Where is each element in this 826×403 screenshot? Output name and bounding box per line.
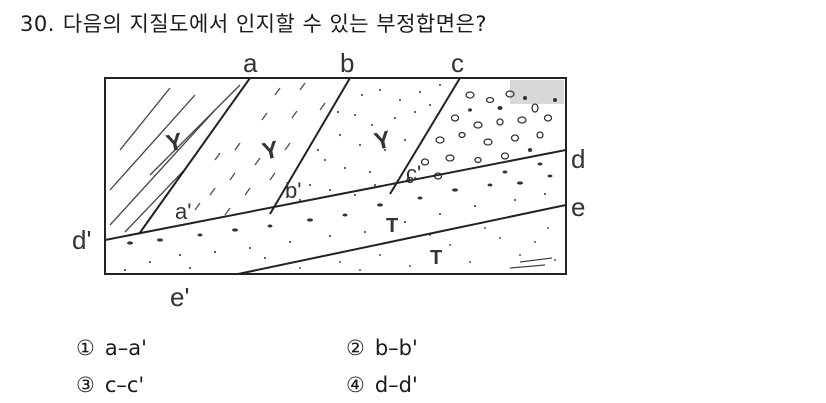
label-b-prime: b' xyxy=(285,178,301,203)
dip-symbol-b: Y xyxy=(260,136,281,166)
line-b xyxy=(269,78,351,215)
dip-symbol-a: Y xyxy=(164,128,185,158)
outer-labels: a b c d e d' e' xyxy=(72,48,585,312)
label-e: e xyxy=(571,192,585,222)
choice-1-marker: ① xyxy=(76,336,95,360)
bed-c-dots xyxy=(298,83,442,202)
choice-2-text: b–b' xyxy=(374,336,418,360)
bed-f-dashes xyxy=(509,257,553,269)
label-e-prime: e' xyxy=(170,282,189,312)
label-b: b xyxy=(340,48,354,78)
bed-symbol-f: T xyxy=(430,247,442,269)
label-d-prime: d' xyxy=(72,225,91,255)
bed-d-pebbles xyxy=(468,96,557,152)
bed-b-dashes xyxy=(194,82,326,216)
label-c-prime: c' xyxy=(406,161,421,186)
map-frame xyxy=(104,77,567,275)
label-a: a xyxy=(243,48,258,78)
choice-2-marker: ② xyxy=(346,336,365,360)
contact-lines xyxy=(105,78,566,274)
line-a xyxy=(138,78,251,235)
label-d: d xyxy=(571,144,585,174)
choice-1[interactable]: ① a–a' xyxy=(76,336,147,360)
question-text: 다음의 지질도에서 인지할 수 있는 부정합면은? xyxy=(62,12,488,36)
dip-symbol-c: Y xyxy=(372,126,393,156)
choice-3[interactable]: ③ c–c' xyxy=(76,373,144,397)
line-d xyxy=(105,149,566,241)
choice-4[interactable]: ④ d–d' xyxy=(346,373,418,397)
question-stem: 30. 다음의 지질도에서 인지할 수 있는 부정합면은? xyxy=(20,8,487,38)
bed-d-conglomerate xyxy=(406,90,553,184)
choice-3-text: c–c' xyxy=(104,373,145,397)
choice-4-text: d–d' xyxy=(374,373,418,397)
line-c xyxy=(389,78,461,195)
bed-symbols: T T xyxy=(386,215,442,269)
label-c: c xyxy=(451,48,464,78)
line-e xyxy=(233,204,566,274)
question-number: 30. xyxy=(20,12,55,36)
choice-3-marker: ③ xyxy=(76,373,95,397)
bed-e-dots xyxy=(124,162,553,271)
choice-4-marker: ④ xyxy=(346,373,365,397)
label-a-prime: a' xyxy=(175,199,191,224)
inner-labels: a' b' c' xyxy=(175,161,421,224)
dip-symbols: Y Y Y xyxy=(164,126,393,166)
choice-2[interactable]: ② b–b' xyxy=(346,336,418,360)
bed-symbol-e: T xyxy=(386,215,398,237)
choice-1-text: a–a' xyxy=(104,336,147,360)
